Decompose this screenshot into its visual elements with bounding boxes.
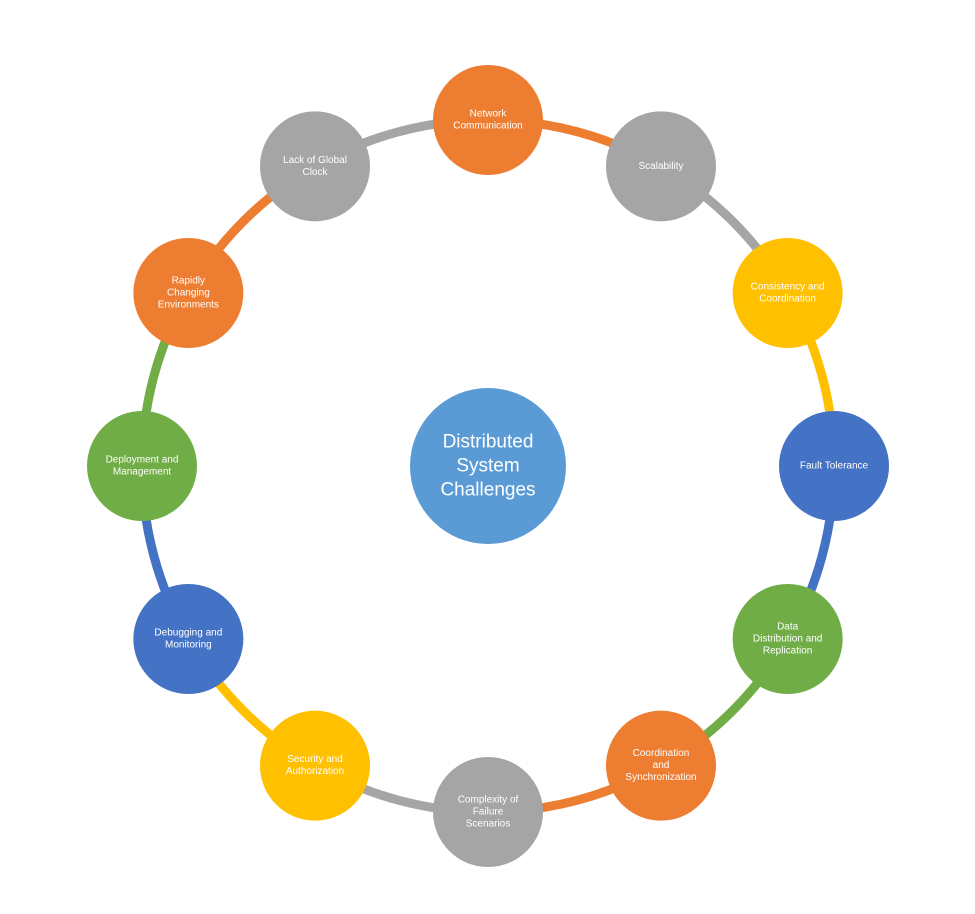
node-circle (433, 757, 543, 867)
node-scalability: Scalability (606, 111, 716, 222)
node-circle (133, 584, 244, 694)
node-label-line: Communication (453, 121, 522, 132)
node-circle (433, 65, 543, 175)
node-label-line: Replication (763, 646, 812, 657)
node-label-line: Clock (302, 167, 328, 178)
center-label-line: System (456, 456, 519, 477)
node-label-line: Failure (473, 807, 504, 818)
node-label-line: Management (113, 467, 172, 478)
node-label-line: Distribution and (753, 634, 822, 645)
node-circle (133, 238, 244, 348)
node-label-line: Changing (167, 288, 210, 299)
node-circle (260, 111, 370, 222)
node-label-line: Scalability (638, 161, 683, 172)
node-circle (606, 111, 716, 222)
node-label-line: Consistency and (751, 282, 825, 293)
center-circle (410, 388, 566, 544)
node-label-line: Environments (158, 300, 219, 311)
node-fault-tolerance: Fault Tolerance (779, 411, 889, 521)
center-label-line: Distributed (443, 432, 534, 453)
node-label-line: Network (470, 109, 508, 120)
node-label-line: Coordination (759, 294, 816, 305)
node-label-line: Rapidly (172, 276, 205, 287)
ring-nodes: NetworkCommunicationScalabilityConsisten… (87, 65, 889, 867)
node-label-line: Scenarios (466, 819, 510, 830)
node-label-line: Authorization (286, 766, 344, 777)
node-label-line: Debugging and (154, 628, 222, 639)
node-label-line: Synchronization (625, 772, 696, 783)
node-label-line: Fault Tolerance (800, 461, 869, 472)
node-label-line: Deployment and (106, 455, 179, 466)
node-circle (87, 411, 197, 521)
node-circle (779, 411, 889, 521)
node-circle (732, 238, 843, 348)
center-label-line: Challenges (440, 480, 535, 501)
node-label-line: Complexity of (458, 795, 519, 806)
node-label-line: Monitoring (165, 640, 212, 651)
node-label-line: Security and (287, 754, 343, 765)
node-circle (606, 710, 716, 821)
node-label-line: and (653, 760, 670, 771)
node-circle (732, 584, 843, 694)
node-label-line: Data (777, 622, 799, 633)
node-circle (260, 710, 370, 821)
node-label-line: Coordination (633, 748, 690, 759)
node-label-line: Lack of Global (283, 155, 347, 166)
